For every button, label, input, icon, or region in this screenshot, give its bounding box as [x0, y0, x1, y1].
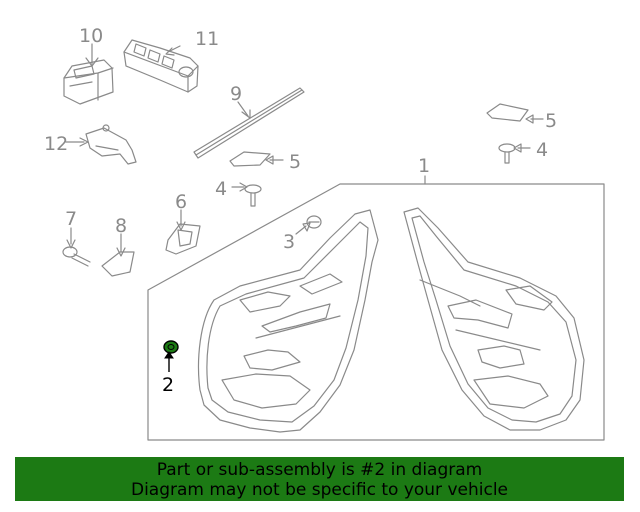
callout-7: 7: [65, 208, 77, 230]
part-2-highlighted: [163, 340, 179, 372]
part-8-cover: [101, 251, 135, 277]
part-5-pad-mid: [229, 151, 271, 167]
part-info-banner: Part or sub-assembly is #2 in diagram Di…: [15, 457, 624, 501]
callout-9: 9: [230, 83, 242, 105]
part-11-switch-panel: [123, 39, 199, 93]
callout-11: 11: [195, 28, 219, 50]
banner-line-1: Part or sub-assembly is #2 in diagram: [156, 460, 483, 480]
door-trim-left: [197, 209, 379, 433]
callout-5-right: 5: [545, 110, 557, 132]
part-1-frame: [147, 183, 605, 441]
door-trim-right: [403, 207, 585, 431]
callout-3: 3: [283, 231, 295, 253]
callout-4-right: 4: [536, 139, 548, 161]
callout-1: 1: [418, 155, 430, 177]
part-9-weatherstrip: [193, 87, 305, 159]
part-10-switch: [63, 59, 114, 105]
callout-12: 12: [44, 133, 68, 155]
part-3-clip: [306, 215, 322, 229]
part-7-bolt: [62, 246, 91, 267]
part-4-screw-right: [498, 143, 516, 164]
leader-lines: [65, 43, 544, 257]
part-4-screw-left: [244, 184, 262, 207]
banner-line-2: Diagram may not be specific to your vehi…: [130, 480, 508, 500]
part-5-pad-right: [486, 103, 529, 122]
callout-5-mid: 5: [289, 151, 301, 173]
part-12-bracket: [85, 124, 137, 165]
callout-8: 8: [115, 215, 127, 237]
callout-10: 10: [79, 25, 103, 47]
part-6-clip: [165, 223, 201, 255]
callout-4-left: 4: [215, 178, 227, 200]
callout-6: 6: [175, 191, 187, 213]
callout-2: 2: [162, 374, 174, 396]
